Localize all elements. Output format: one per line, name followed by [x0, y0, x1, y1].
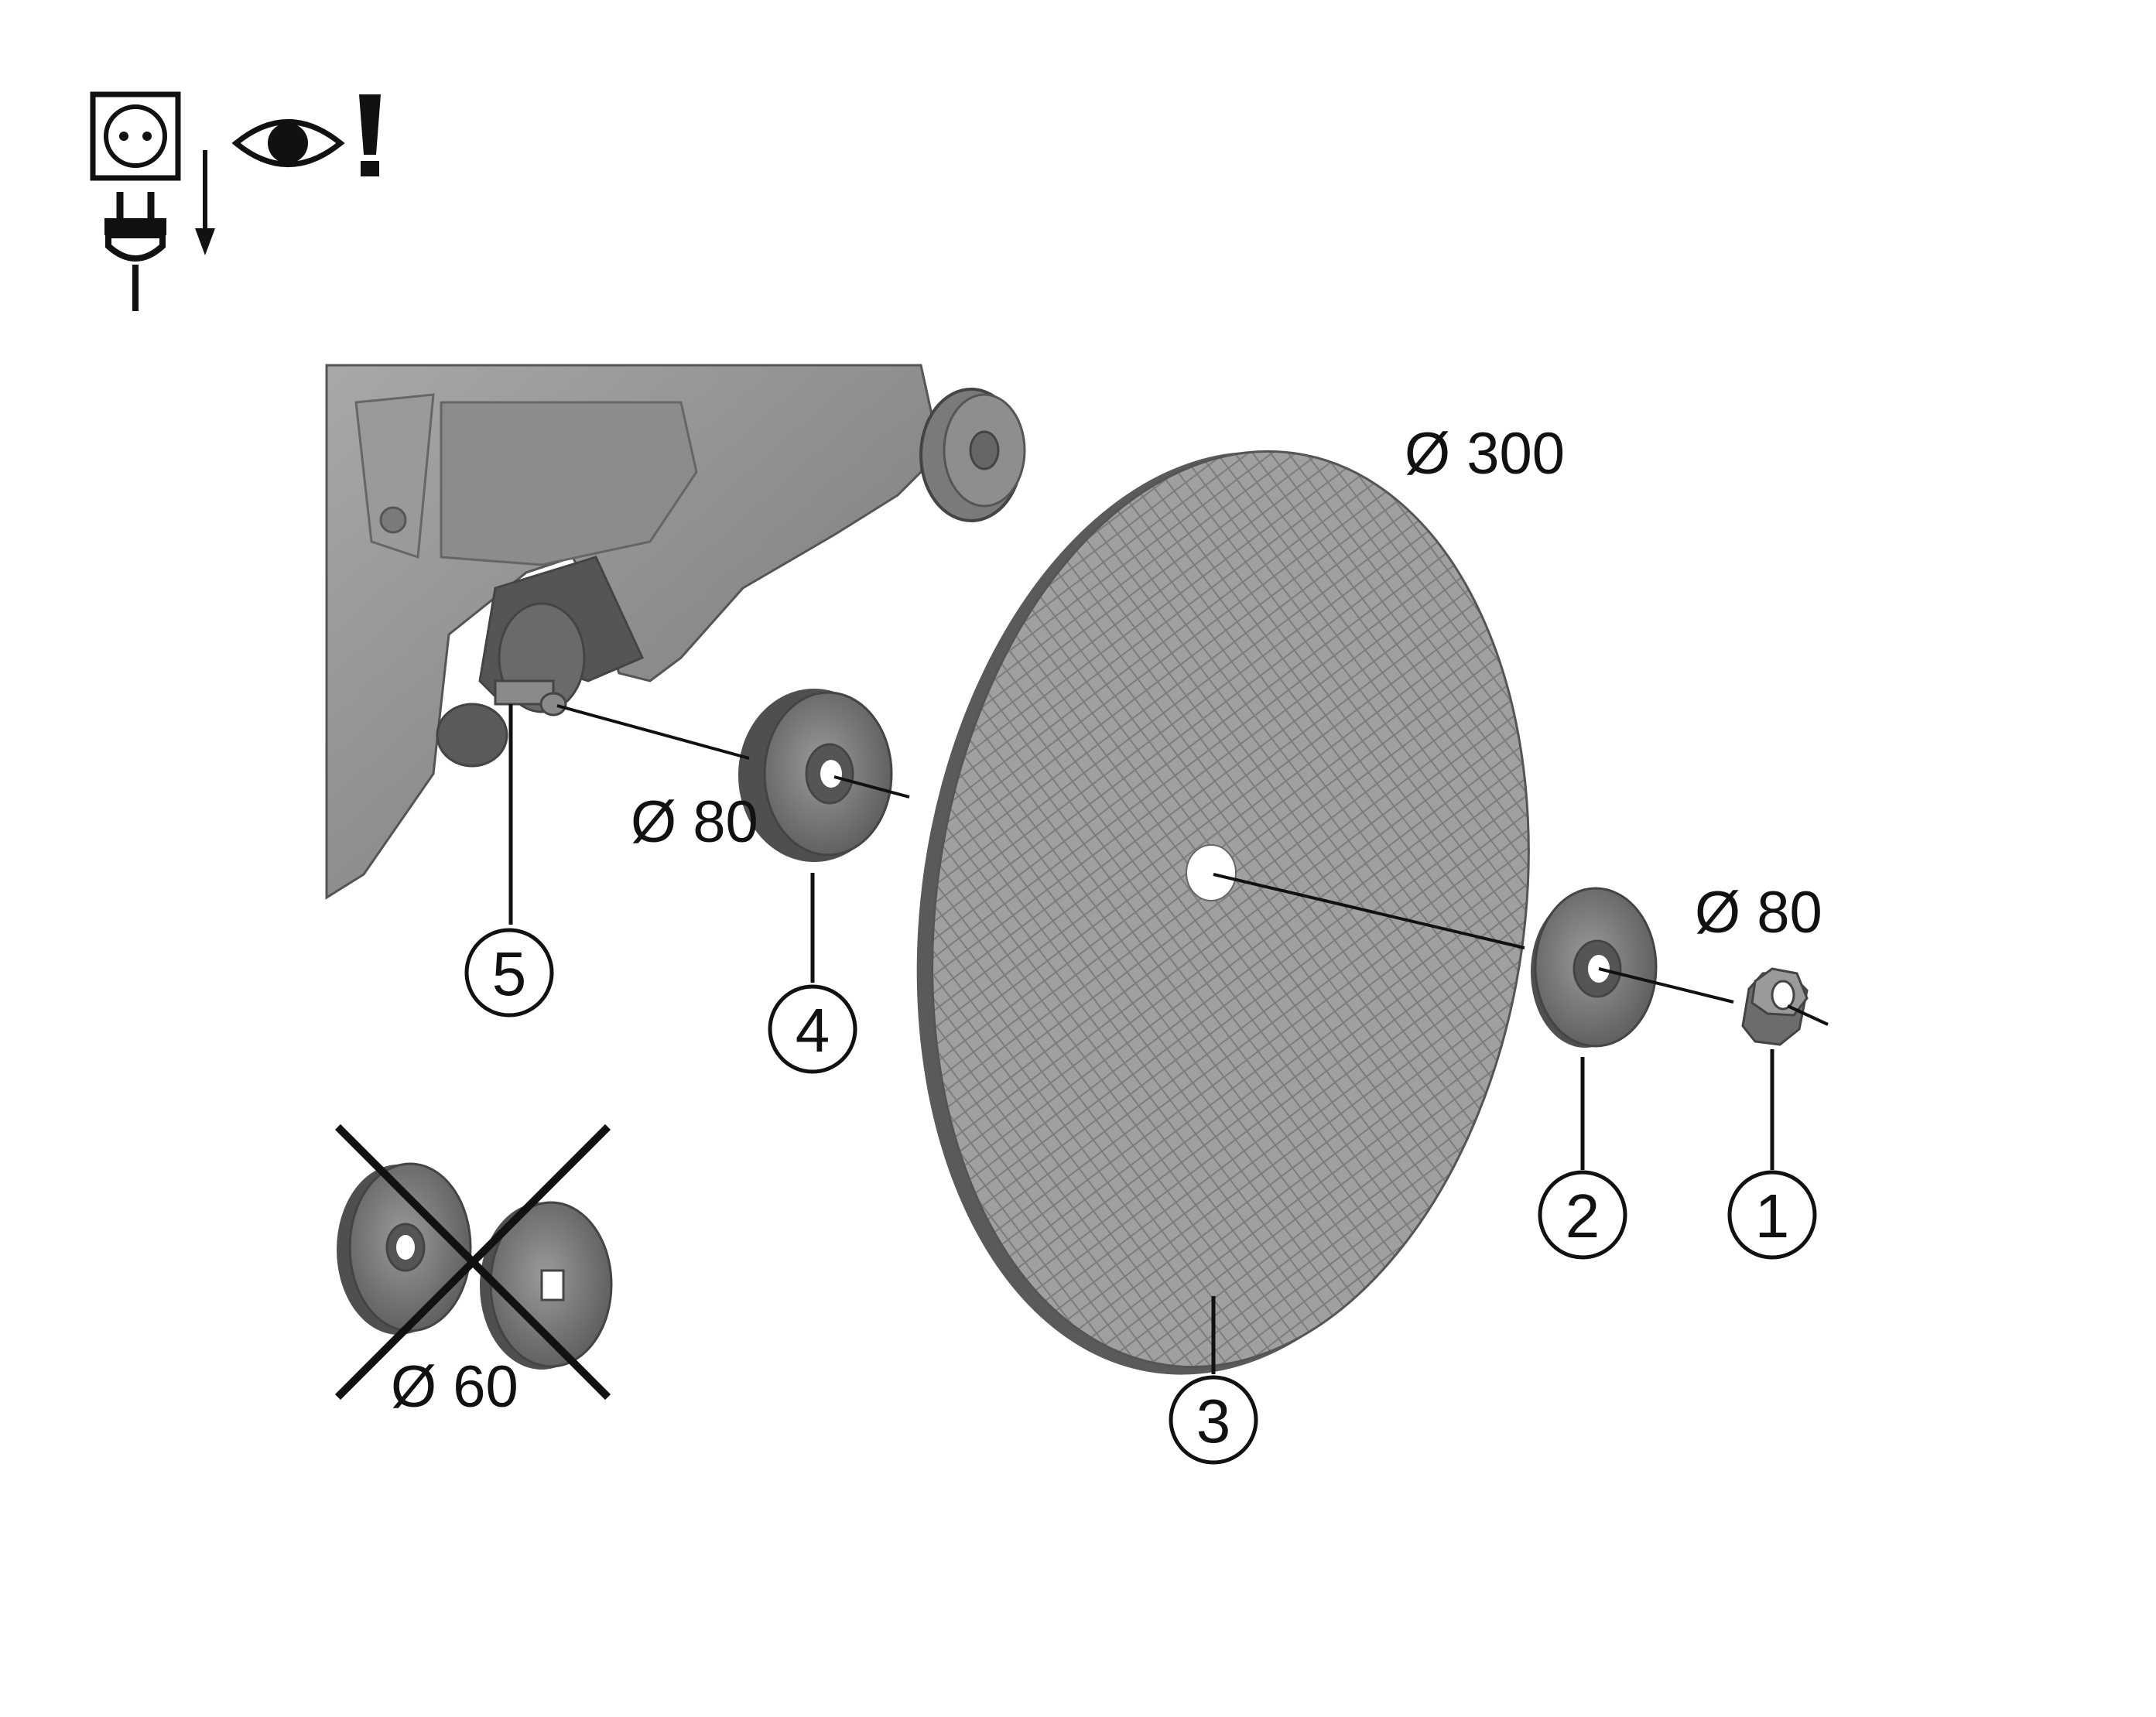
wall-socket-icon — [90, 91, 181, 181]
callout-2: 2 — [1538, 1170, 1627, 1260]
eye-icon — [231, 119, 345, 167]
callout-3: 3 — [1169, 1375, 1258, 1465]
svg-text:2: 2 — [1566, 1182, 1600, 1250]
outer-flange — [1531, 887, 1658, 1048]
disc-diameter-label: Ø 300 — [1405, 421, 1565, 487]
hex-nut — [1741, 967, 1809, 1046]
callout-4: 4 — [768, 984, 857, 1074]
wrong-flange-diameter-label: Ø 60 — [391, 1354, 518, 1420]
exclamation-icon — [359, 94, 381, 176]
cross-out-icon — [334, 1124, 611, 1401]
inner-flange — [738, 689, 893, 862]
machine-housing — [325, 364, 934, 900]
svg-text:1: 1 — [1755, 1182, 1790, 1250]
abrasive-disc — [916, 450, 1530, 1375]
callout-leaders — [508, 704, 1774, 1374]
assembly-axis-lines — [556, 704, 1829, 1026]
mains-plug-icon — [104, 192, 166, 311]
svg-text:4: 4 — [796, 996, 830, 1065]
drive-spindle — [494, 679, 567, 717]
svg-text:3: 3 — [1196, 1387, 1231, 1455]
incorrect-flange-pair — [337, 1162, 613, 1370]
svg-text:5: 5 — [492, 939, 527, 1008]
callout-1: 1 — [1727, 1170, 1817, 1260]
callout-5: 5 — [464, 928, 554, 1018]
machine-wheel — [919, 388, 1026, 522]
inner-flange-diameter-label: Ø 80 — [631, 789, 758, 855]
unplug-arrow-icon — [195, 150, 215, 255]
outer-flange-diameter-label: Ø 80 — [1695, 880, 1822, 946]
